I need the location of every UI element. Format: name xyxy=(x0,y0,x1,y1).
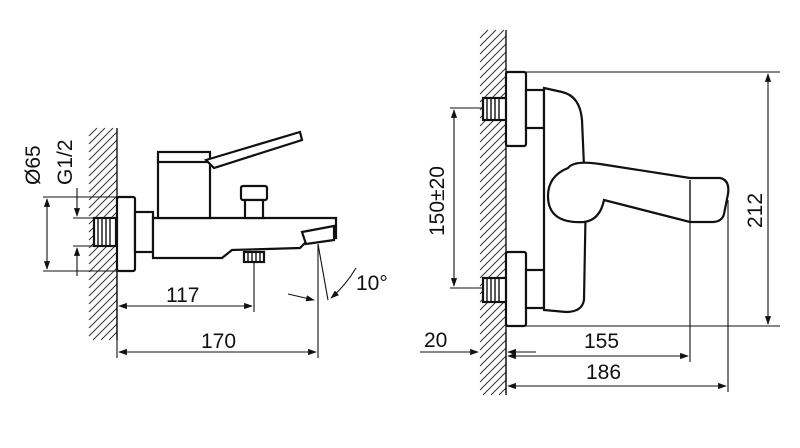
dim-20-label: 20 xyxy=(424,329,447,352)
wall-hatch-line xyxy=(88,275,118,305)
wall-hatch-line xyxy=(88,139,118,169)
inlet-bottom xyxy=(481,250,546,328)
side-view: Ø65 G1/2 117 170 10° xyxy=(22,127,388,358)
mixer-body-side xyxy=(151,216,338,260)
wall-hatch-line xyxy=(88,131,118,161)
thread-inlet-side xyxy=(92,216,118,248)
wall-hatch-line xyxy=(479,323,507,351)
wall-hatch-line xyxy=(479,347,507,375)
wall-hatch-line xyxy=(88,243,118,273)
wall-hatch-line xyxy=(100,323,118,341)
cartridge-housing xyxy=(156,158,212,220)
wall-hatch-line xyxy=(88,163,118,193)
dim-150-label: 150±20 xyxy=(426,166,449,236)
wall-hatch-line xyxy=(479,315,507,343)
diverter-knob xyxy=(239,184,269,220)
wall-hatch-line xyxy=(88,299,118,329)
wall-hatch-line xyxy=(482,371,507,396)
wall-hatch-line xyxy=(88,259,118,289)
wall-hatch-line xyxy=(479,29,489,39)
wall-hatch-line xyxy=(88,127,114,153)
diameter-label: Ø65 xyxy=(22,145,45,185)
dim-155-label: 155 xyxy=(584,330,619,353)
spout xyxy=(300,224,336,246)
wall-hatch-line xyxy=(479,139,507,167)
wall-hatch-line xyxy=(479,67,507,95)
wall-hatch-line xyxy=(88,155,118,185)
wall-hatch-line xyxy=(88,171,118,201)
lever-handle-front xyxy=(546,161,730,224)
wall-hatch-line xyxy=(479,131,507,159)
wall-hatch-line xyxy=(88,251,118,281)
dim-117-label: 117 xyxy=(166,284,199,307)
wall-hatch-line xyxy=(479,211,507,239)
wall-hatch-line xyxy=(498,387,507,396)
wall-hatch-line xyxy=(479,339,507,367)
wall-hatch-line xyxy=(88,291,118,321)
wall-hatch-line xyxy=(479,203,507,231)
wall-hatch-line xyxy=(88,283,118,313)
wall-hatch-line xyxy=(108,331,118,341)
wall-hatch-line xyxy=(479,243,507,271)
wall-hatch-line xyxy=(88,307,118,337)
wall-hatch-line xyxy=(479,163,507,191)
wall-hatch-line xyxy=(479,59,507,87)
wall-hatch-line xyxy=(479,307,507,335)
connector-nut-side xyxy=(133,210,155,254)
wall-hatch-line xyxy=(479,331,507,359)
wall-hatch-line xyxy=(479,29,497,47)
escutcheon-side xyxy=(115,195,137,273)
wall-hatch-line xyxy=(479,195,507,223)
wall-right xyxy=(479,29,507,396)
wall-hatch-line xyxy=(479,363,507,391)
thread-label: G1/2 xyxy=(54,139,77,185)
wall-hatch-line xyxy=(479,51,507,79)
wall-hatch-line xyxy=(479,235,507,263)
wall-hatch-line xyxy=(479,251,507,279)
wall-hatch-line xyxy=(479,179,507,207)
wall-hatch-line xyxy=(479,219,507,247)
front-view: 150±20 212 20 155 186 xyxy=(420,29,780,396)
wall-hatch-line xyxy=(88,127,98,137)
wall-hatch-line xyxy=(490,379,507,396)
shower-outlet xyxy=(242,250,266,264)
dim-212-label: 212 xyxy=(744,193,767,228)
wall-hatch-line xyxy=(479,35,507,63)
wall-hatch-line xyxy=(88,147,118,177)
wall-hatch-line xyxy=(88,179,118,209)
wall-hatch-line xyxy=(479,227,507,255)
wall-hatch-line xyxy=(88,127,106,145)
lever-handle xyxy=(203,130,304,170)
wall-hatch-line xyxy=(88,187,118,217)
wall-hatch-line xyxy=(479,187,507,215)
wall-hatch-line xyxy=(479,123,507,151)
wall-hatch-line xyxy=(479,355,507,383)
dim-186-label: 186 xyxy=(586,361,621,384)
wall-hatch-line xyxy=(88,267,118,297)
angle-label: 10° xyxy=(356,272,388,295)
wall-hatch-line xyxy=(479,171,507,199)
wall-hatch-line xyxy=(479,147,507,175)
wall-hatch-line xyxy=(479,29,505,55)
inlet-top xyxy=(481,70,546,148)
wall-hatch-line xyxy=(479,299,507,327)
dim-170-label: 170 xyxy=(201,330,236,353)
wall-hatch-line xyxy=(479,155,507,183)
wall-hatch-line xyxy=(479,43,507,71)
wall-hatch-line xyxy=(92,315,118,341)
